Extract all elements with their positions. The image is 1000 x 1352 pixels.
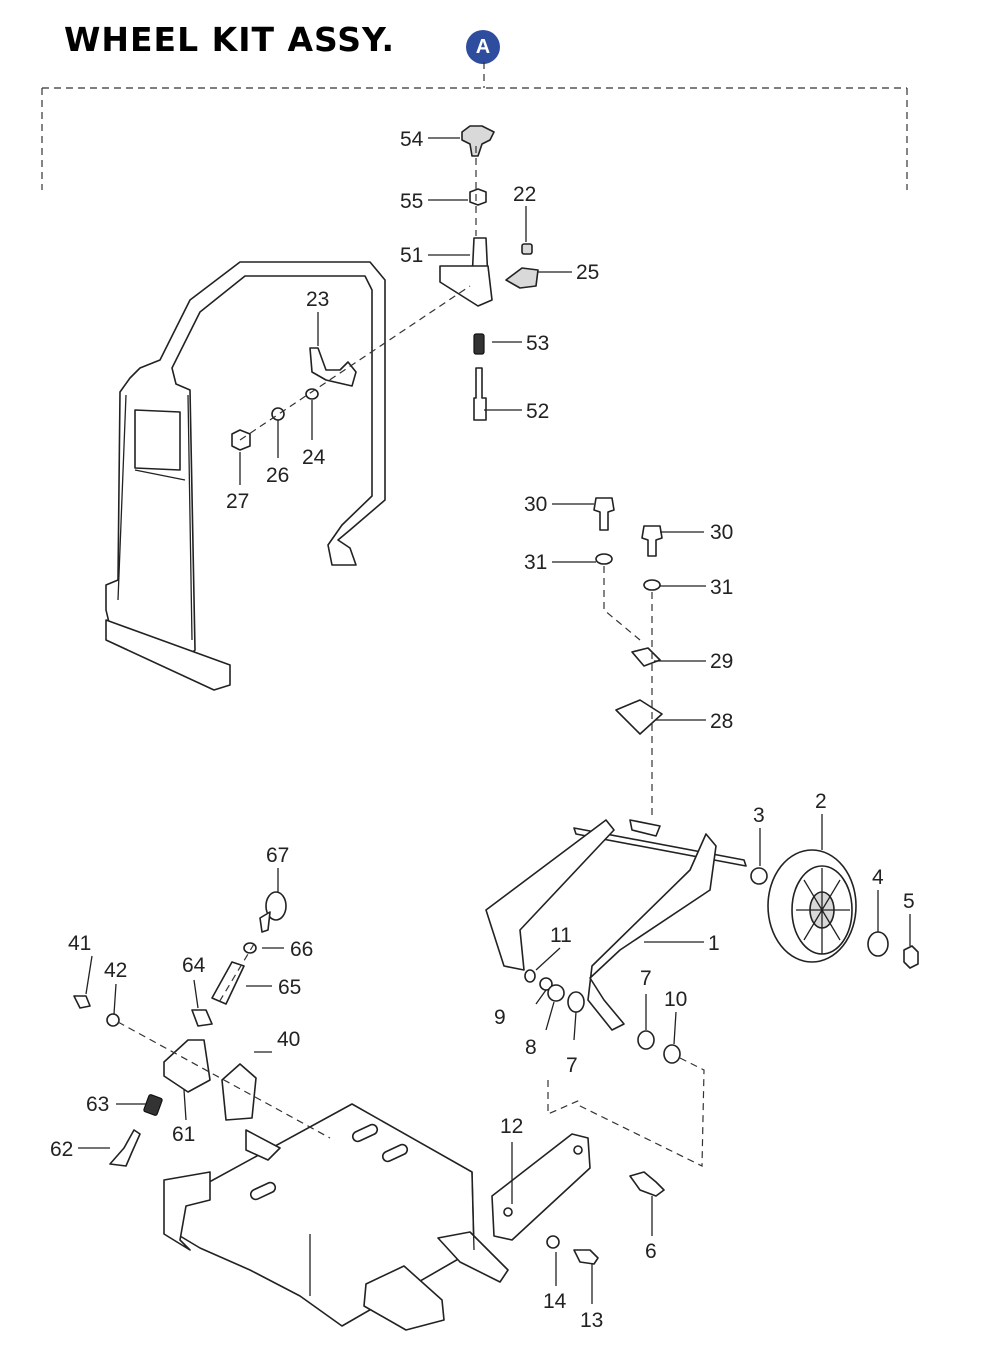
washer-42 [106, 1013, 120, 1027]
label-61: 61 [172, 1123, 195, 1146]
sleeve-65 [211, 961, 245, 1005]
label-23: 23 [306, 288, 329, 311]
label-31-right: 31 [710, 576, 733, 599]
plate-40 [221, 1063, 257, 1121]
bolt-25 [505, 267, 539, 289]
label-27: 27 [226, 490, 249, 513]
label-3: 3 [753, 804, 765, 827]
kit-bracket [41, 62, 908, 190]
knob-54 [461, 125, 495, 157]
screw-41 [73, 995, 91, 1009]
label-7-left: 7 [566, 1054, 578, 1077]
washer-4 [867, 931, 889, 957]
lockwasher-26 [271, 407, 285, 421]
plate-29 [631, 647, 661, 667]
clamp-23 [309, 347, 357, 387]
washer-31-left [595, 553, 613, 565]
washer-24 [305, 388, 319, 400]
label-9: 9 [494, 1006, 506, 1029]
label-41: 41 [68, 932, 91, 955]
eyebolt-67 [259, 891, 287, 933]
leader-lines [78, 137, 911, 1304]
bolt-30-right [641, 525, 663, 557]
label-5: 5 [903, 890, 915, 913]
label-64: 64 [182, 954, 206, 977]
label-10: 10 [664, 988, 687, 1011]
section-badge: A [466, 30, 500, 64]
label-51: 51 [400, 244, 423, 267]
label-11: 11 [550, 924, 572, 947]
washer-3 [750, 867, 768, 885]
diagram-title: WHEEL KIT ASSY. [64, 20, 396, 59]
label-2: 2 [815, 790, 827, 813]
label-65: 65 [278, 976, 301, 999]
label-25: 25 [576, 261, 599, 284]
clip-64 [191, 1009, 213, 1027]
label-42: 42 [104, 959, 127, 982]
label-63: 63 [86, 1093, 109, 1116]
label-8: 8 [525, 1036, 537, 1059]
spring-63 [143, 1094, 163, 1116]
spring-53 [473, 333, 485, 355]
label-6: 6 [645, 1240, 657, 1263]
bolt-30-left [593, 497, 615, 531]
label-55: 55 [400, 190, 423, 213]
pin-52 [473, 367, 487, 421]
part-labels: 54 55 22 51 25 23 53 52 27 26 24 30 30 3… [50, 128, 915, 1332]
small-washers-right [637, 1030, 681, 1064]
label-53: 53 [526, 332, 549, 355]
label-26: 26 [266, 464, 289, 487]
plate-28 [615, 699, 663, 735]
label-14: 14 [543, 1290, 567, 1313]
label-40: 40 [277, 1028, 300, 1051]
pin-62 [109, 1129, 141, 1167]
bracket-61 [163, 1039, 211, 1093]
nut-55 [469, 188, 487, 206]
washer-31-right [643, 579, 661, 591]
label-66: 66 [290, 938, 313, 961]
bolt-13 [573, 1249, 599, 1265]
label-7-right: 7 [640, 967, 652, 990]
nut-5 [903, 945, 919, 969]
label-1: 1 [708, 932, 720, 955]
wheel-frame-1 [485, 819, 747, 1031]
label-24: 24 [302, 446, 326, 469]
label-28: 28 [710, 710, 733, 733]
side-plate-12 [491, 1133, 591, 1241]
small-washers-left [524, 969, 585, 1013]
label-29: 29 [710, 650, 733, 673]
washer-14 [546, 1235, 560, 1249]
label-31-left: 31 [524, 551, 547, 574]
label-52: 52 [526, 400, 549, 423]
wheel-2 [767, 849, 857, 963]
label-13: 13 [580, 1309, 603, 1332]
label-54: 54 [400, 128, 424, 151]
bracket-51 [439, 237, 493, 307]
label-4: 4 [872, 866, 884, 889]
label-30-right: 30 [710, 521, 733, 544]
label-22: 22 [513, 183, 536, 206]
label-30-left: 30 [524, 493, 547, 516]
bolt-6 [629, 1171, 665, 1197]
label-62: 62 [50, 1138, 73, 1161]
label-67: 67 [266, 844, 289, 867]
handle-frame [105, 261, 386, 691]
setscrew-22 [521, 243, 533, 255]
label-12: 12 [500, 1115, 523, 1138]
base-frame [163, 1103, 509, 1331]
